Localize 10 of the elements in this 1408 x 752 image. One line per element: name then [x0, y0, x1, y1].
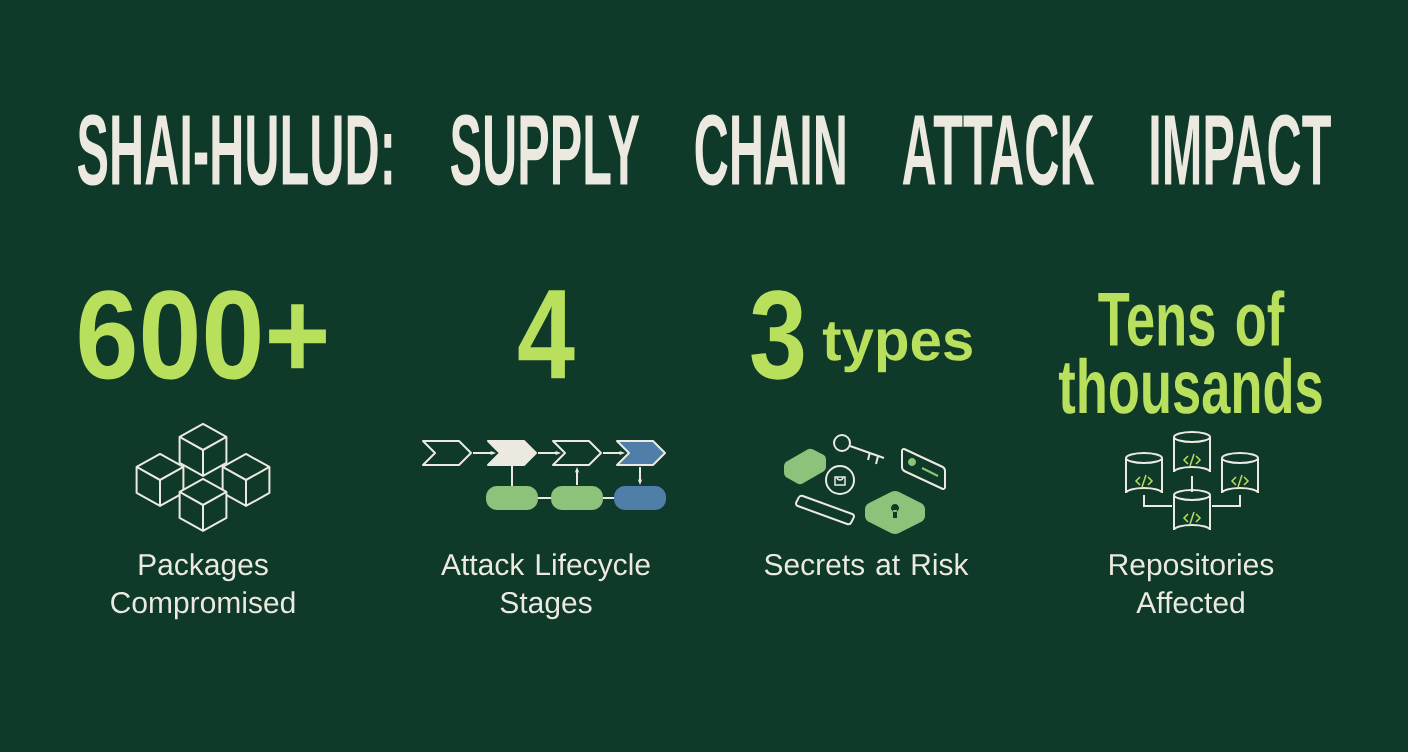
stat-caption: Attack Lifecycle Stages	[441, 553, 650, 620]
title: SHAI-HULUD: SUPPLY CHAIN ATTACK IMPACT	[77, 114, 1331, 186]
stat-value: Tens of thousands	[1058, 290, 1322, 414]
stat-value: types	[822, 322, 972, 373]
stat-caption: Secrets at Risk	[764, 553, 969, 576]
stat-value: 3	[751, 290, 804, 380]
stat-value: 600+	[79, 290, 326, 380]
stat-caption: Repositories Affected	[1110, 553, 1274, 614]
stat-caption: Packages Compromised	[111, 553, 295, 620]
stat-value: 4	[518, 290, 575, 379]
